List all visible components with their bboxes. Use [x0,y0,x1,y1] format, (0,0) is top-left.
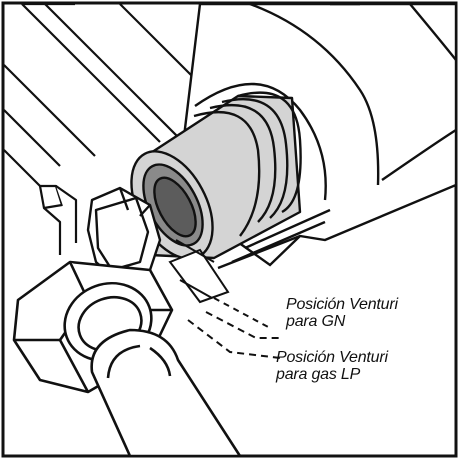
ng-leader-line [205,311,282,339]
leader-lines [187,297,282,359]
lp-position-label: Posición Venturi para gas LP [276,349,388,383]
ng-position-label: Posición Venturi para GN [286,296,398,330]
gas-supply-tube [90,328,242,458]
lp-position-label-line1: Posición Venturi [276,349,388,366]
lp-position-label-line2: para gas LP [276,366,361,383]
ng-position-label-line1: Posición Venturi [286,296,398,313]
ng-position-label-line2: para GN [286,313,346,330]
lp-leader-line-2 [187,319,281,359]
valve-body [3,2,251,255]
position-marks [168,239,230,304]
